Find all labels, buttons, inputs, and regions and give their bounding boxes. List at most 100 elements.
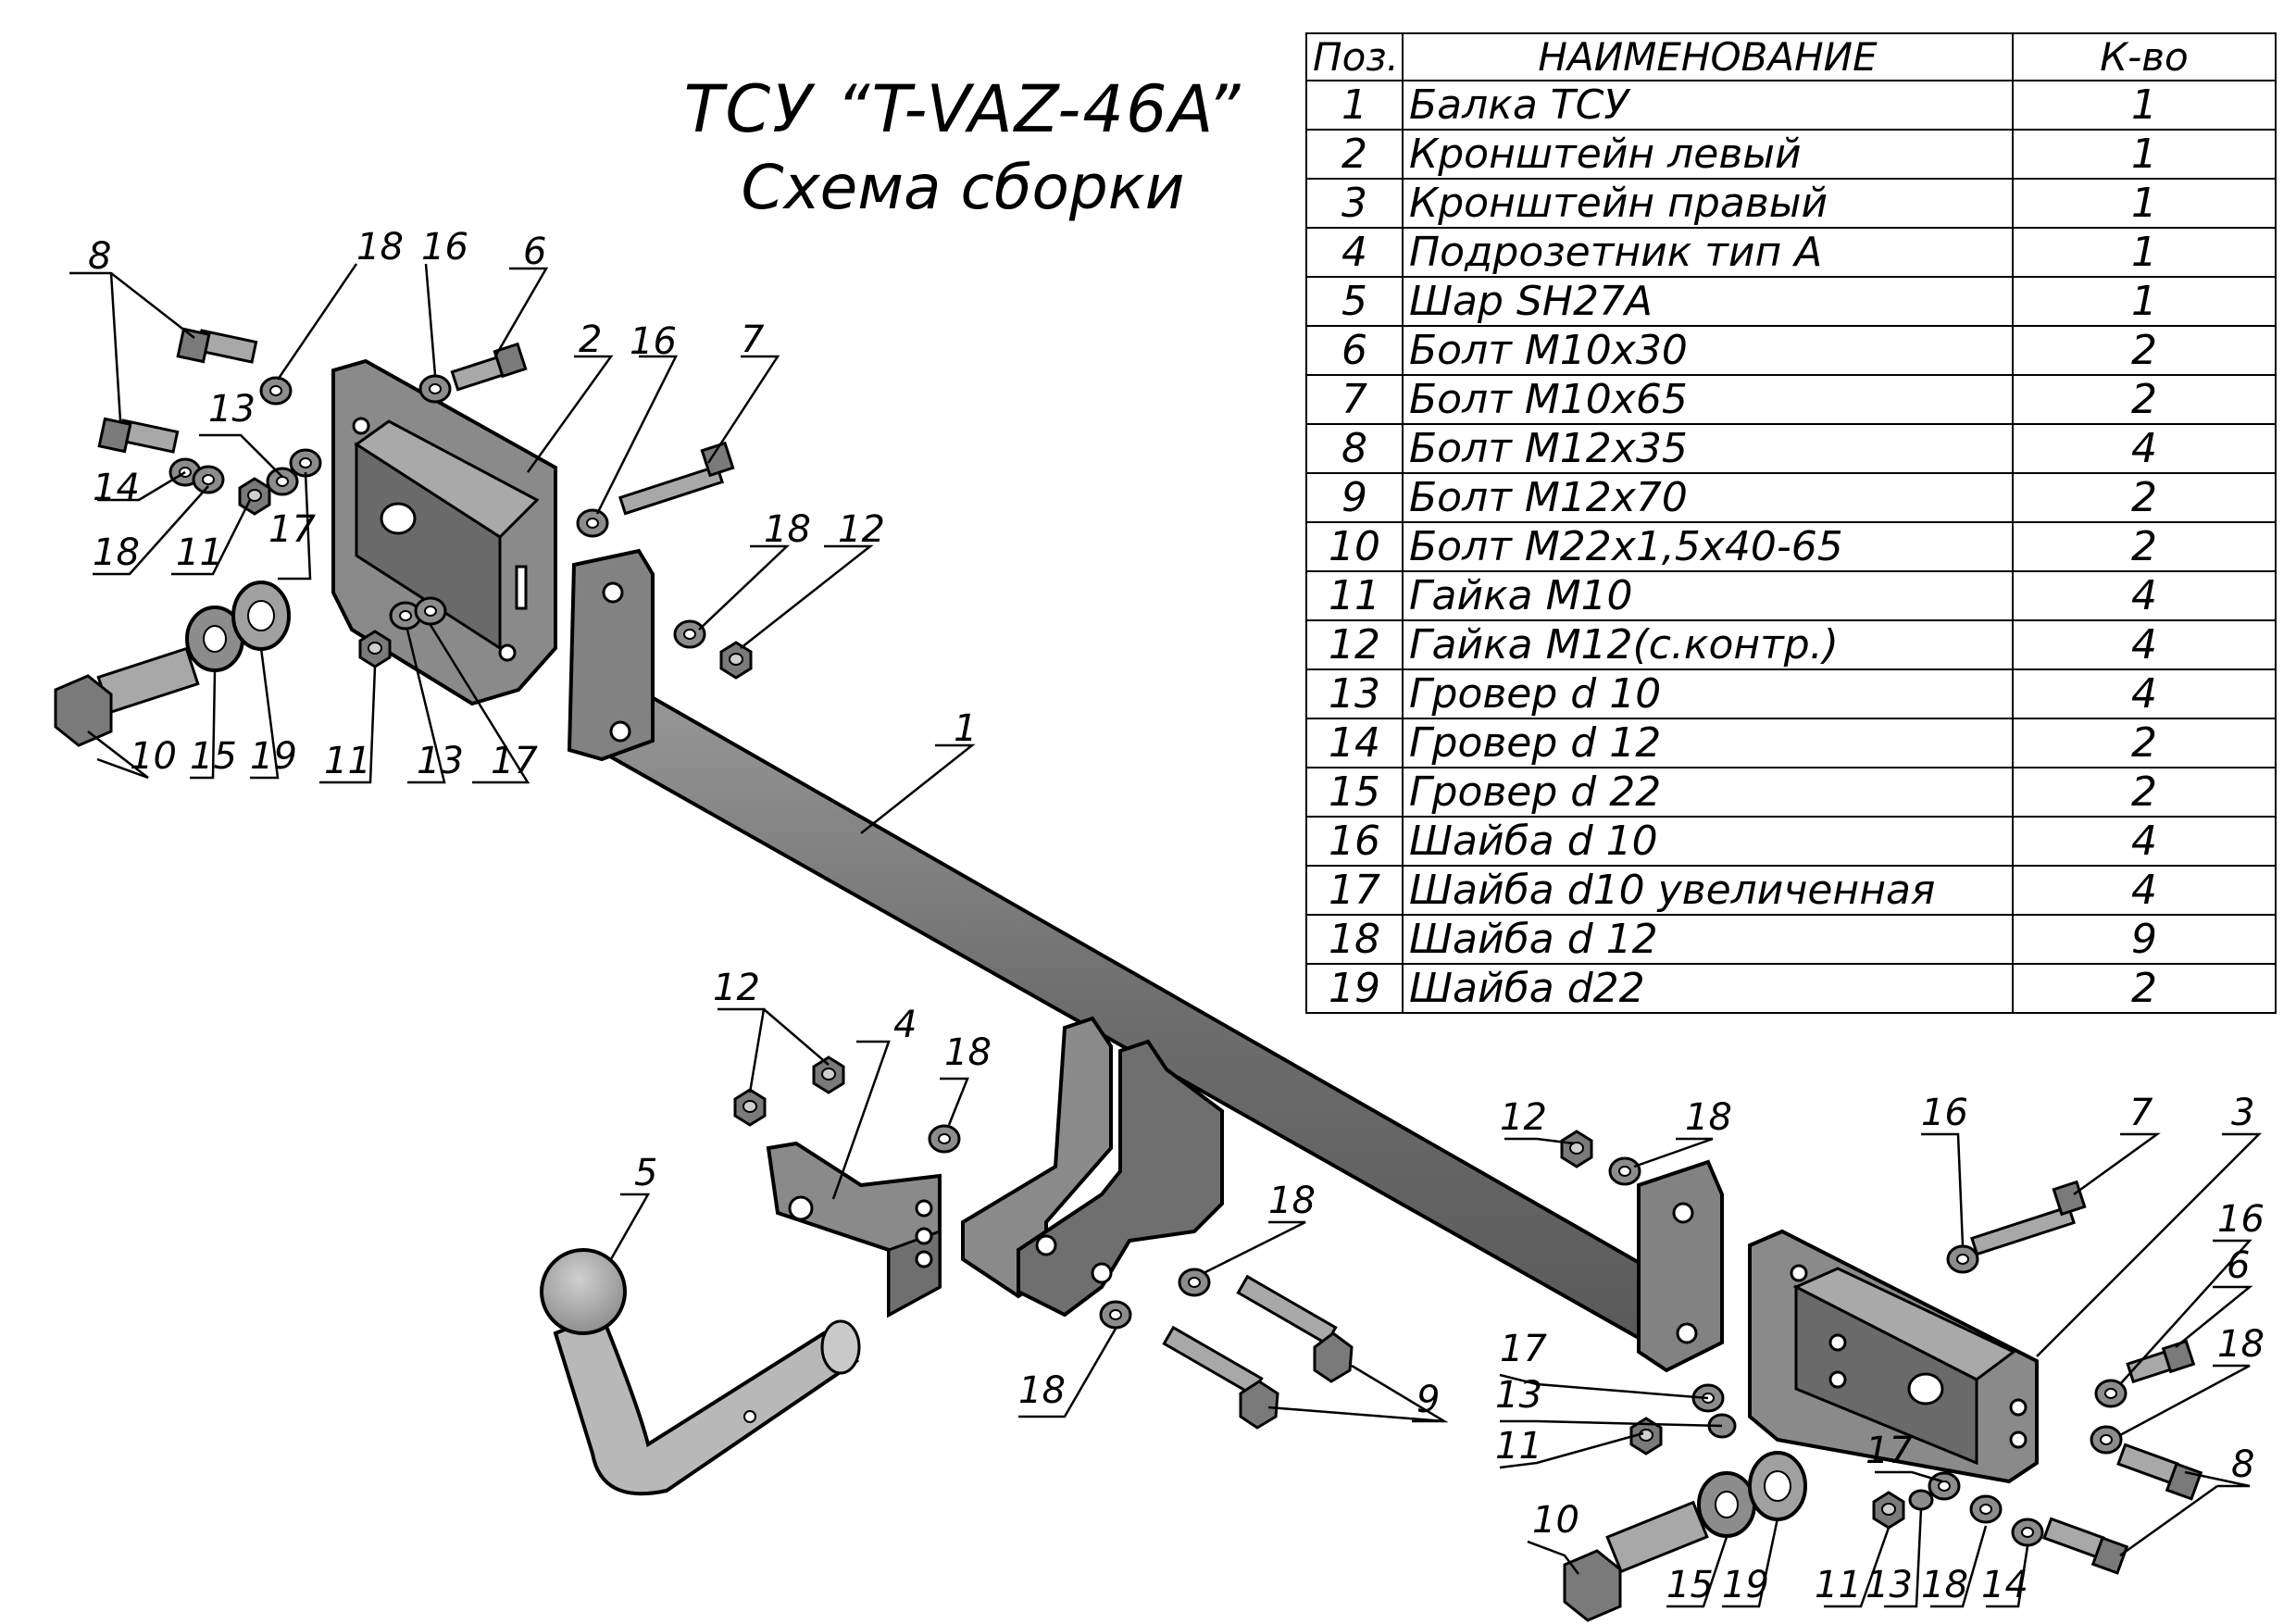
callout-19-left: 19 [250, 735, 297, 778]
cell-name: Болт М12х70 [1402, 472, 2014, 523]
cell-qty: 1 [2012, 178, 2277, 229]
bolt-7-left [618, 441, 735, 516]
callout-11-left-top: 11 [176, 531, 223, 574]
callout-3: 3 [2231, 1092, 2254, 1134]
callout-9: 9 [1416, 1379, 1440, 1421]
callout-13-left-top: 13 [208, 388, 256, 431]
callout-18-center-low: 18 [1018, 1369, 1066, 1412]
callout-6-right: 6 [2227, 1244, 2250, 1287]
header-qty: К-во [2012, 32, 2277, 81]
cell-qty: 1 [2012, 129, 2277, 180]
header-pos: Поз. [1305, 32, 1404, 81]
cell-qty: 4 [2012, 423, 2277, 474]
socket-plate-part-4 [766, 1141, 942, 1318]
callout-14-left: 14 [93, 467, 140, 509]
cell-name: Гровер d 22 [1402, 767, 2014, 818]
cell-qty: 1 [2012, 227, 2277, 278]
callout-16-left: 16 [630, 320, 677, 363]
callout-8-left: 8 [88, 235, 111, 278]
callout-14-right: 14 [1981, 1564, 2028, 1606]
callout-10-right: 10 [1532, 1499, 1579, 1542]
cell-pos: 1 [1305, 80, 1404, 131]
cell-name: Шайба d 12 [1402, 914, 2014, 965]
callout-16-right: 16 [2217, 1198, 2265, 1241]
title-subtitle: Схема сборки [741, 152, 1185, 223]
fasteners [54, 327, 2203, 1622]
callout-19-right: 19 [1722, 1564, 1769, 1606]
callout-13-right: 13 [1866, 1564, 1913, 1606]
cell-name: Болт М10х30 [1402, 325, 2014, 376]
cell-pos: 18 [1305, 914, 1404, 965]
cell-name: Подрозетник тип А [1402, 227, 2014, 278]
callouts: 8 18 16 6 2 16 7 13 14 18 11 17 10 15 19… [88, 226, 2265, 1606]
cell-name: Шайба d10 увеличенная [1402, 865, 2014, 916]
callout-17-right: 17 [1866, 1430, 1913, 1472]
cell-qty: 2 [2012, 374, 2277, 425]
cell-qty: 2 [2012, 472, 2277, 523]
callout-13-left: 13 [417, 740, 464, 782]
cell-pos: 14 [1305, 718, 1404, 768]
callout-17-right-top: 17 [1500, 1328, 1547, 1370]
cell-name: Гайка М10 [1402, 570, 2014, 621]
callout-18-center-mid: 18 [1268, 1180, 1316, 1222]
cell-qty: 2 [2012, 325, 2277, 376]
callout-13-right-top: 13 [1495, 1374, 1542, 1417]
bolt-7-right [1970, 1180, 2087, 1256]
callout-18-left-top: 18 [356, 226, 404, 269]
cell-pos: 13 [1305, 668, 1404, 719]
cell-name: Кронштейн левый [1402, 129, 2014, 180]
cell-pos: 9 [1305, 472, 1404, 523]
bolt-8-top [176, 327, 258, 364]
callout-7-left: 7 [741, 319, 765, 361]
cell-pos: 2 [1305, 129, 1404, 180]
cell-qty: 2 [2012, 521, 2277, 572]
callout-18-right-low: 18 [1921, 1564, 1968, 1606]
cell-name: Гровер d 10 [1402, 668, 2014, 719]
cell-name: Шар SH27A [1402, 276, 2014, 327]
bolt-9-upper [1236, 1274, 1354, 1383]
drawing-title: ТСУ “T-VAZ-46A” Схема сборки [593, 69, 1333, 227]
cell-pos: 5 [1305, 276, 1404, 327]
cell-qty: 4 [2012, 816, 2277, 867]
callout-18-right-mid: 18 [2217, 1323, 2265, 1366]
beam-part-1 [567, 548, 1724, 1373]
cell-pos: 15 [1305, 767, 1404, 818]
cell-qty: 9 [2012, 914, 2277, 965]
leader-lines [69, 263, 2263, 1608]
cell-name: Болт М12х35 [1402, 423, 2014, 474]
cell-pos: 3 [1305, 178, 1404, 229]
callout-12-right: 12 [1500, 1096, 1547, 1139]
callout-18-right-top: 18 [1685, 1096, 1732, 1139]
callout-15-left: 15 [190, 735, 237, 778]
callout-12-center: 12 [713, 967, 760, 1009]
cell-name: Кронштейн правый [1402, 178, 2014, 229]
cell-qty: 4 [2012, 668, 2277, 719]
cell-qty: 4 [2012, 570, 2277, 621]
callout-11-left: 11 [324, 740, 371, 782]
cell-qty: 4 [2012, 865, 2277, 916]
callout-4: 4 [893, 1004, 917, 1046]
callout-18-left-mid: 18 [93, 531, 140, 574]
cell-name: Балка ТСУ [1402, 80, 2014, 131]
cell-pos: 10 [1305, 521, 1404, 572]
cell-qty: 4 [2012, 619, 2277, 670]
callout-16-right-top: 16 [1921, 1092, 1968, 1134]
cell-qty: 2 [2012, 963, 2277, 1014]
cell-pos: 7 [1305, 374, 1404, 425]
